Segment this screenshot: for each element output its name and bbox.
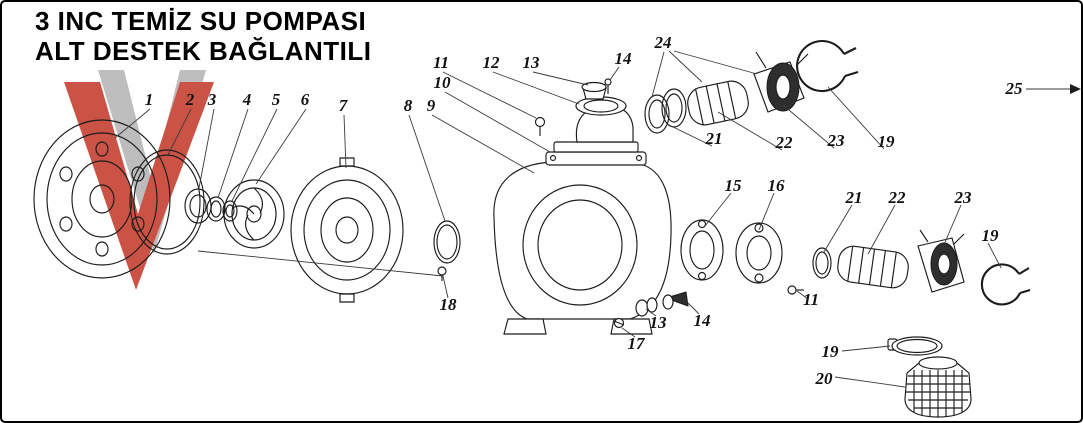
- front-cover-part: [33, 119, 171, 279]
- page-title: 3 INC TEMİZ SU POMPASI ALT DESTEK BAĞLAN…: [35, 6, 372, 66]
- camlock-coupling-top-part: [753, 51, 809, 113]
- volute-casing-part: [290, 157, 404, 303]
- strainer-part: [904, 356, 972, 418]
- bolt-11-bottom-part: [787, 285, 804, 295]
- arrow-right-icon: [1026, 84, 1081, 94]
- seal-parts: [184, 188, 238, 224]
- o-ring-part: [433, 220, 461, 264]
- side-gasket-part: [680, 219, 724, 281]
- o-ring-right-part: [812, 247, 832, 279]
- title-line-2: ALT DESTEK BAĞLANTILI: [35, 35, 372, 66]
- hose-top-part: [687, 80, 749, 126]
- camlock-coupling-right-part: [917, 229, 965, 293]
- title-line-1: 3 INC TEMİZ SU POMPASI: [35, 6, 367, 36]
- coupling-rings-top-part: [644, 88, 687, 134]
- watermark-logo-icon: [64, 70, 214, 290]
- side-flange-part: [735, 222, 783, 284]
- gasket-ring-part: [129, 149, 205, 255]
- bolt-14-top-part: [604, 78, 612, 94]
- hose-clamp-top-part: [796, 40, 859, 93]
- band-clamp-part: [887, 336, 943, 356]
- hose-clamp-right-part: [980, 263, 1031, 306]
- bolt-17-part: [613, 317, 625, 329]
- washer-13-bottom-part: [635, 297, 658, 317]
- hose-right-part: [837, 245, 909, 289]
- discharge-elbow-part: [545, 96, 647, 166]
- leader-lines: [114, 50, 1002, 388]
- plug-14-bottom-part: [662, 291, 689, 310]
- bolt-18-part: [437, 266, 447, 281]
- filler-cap-part: [581, 81, 607, 100]
- impeller-part: [223, 179, 285, 249]
- bolt-11-top-part: [534, 116, 546, 136]
